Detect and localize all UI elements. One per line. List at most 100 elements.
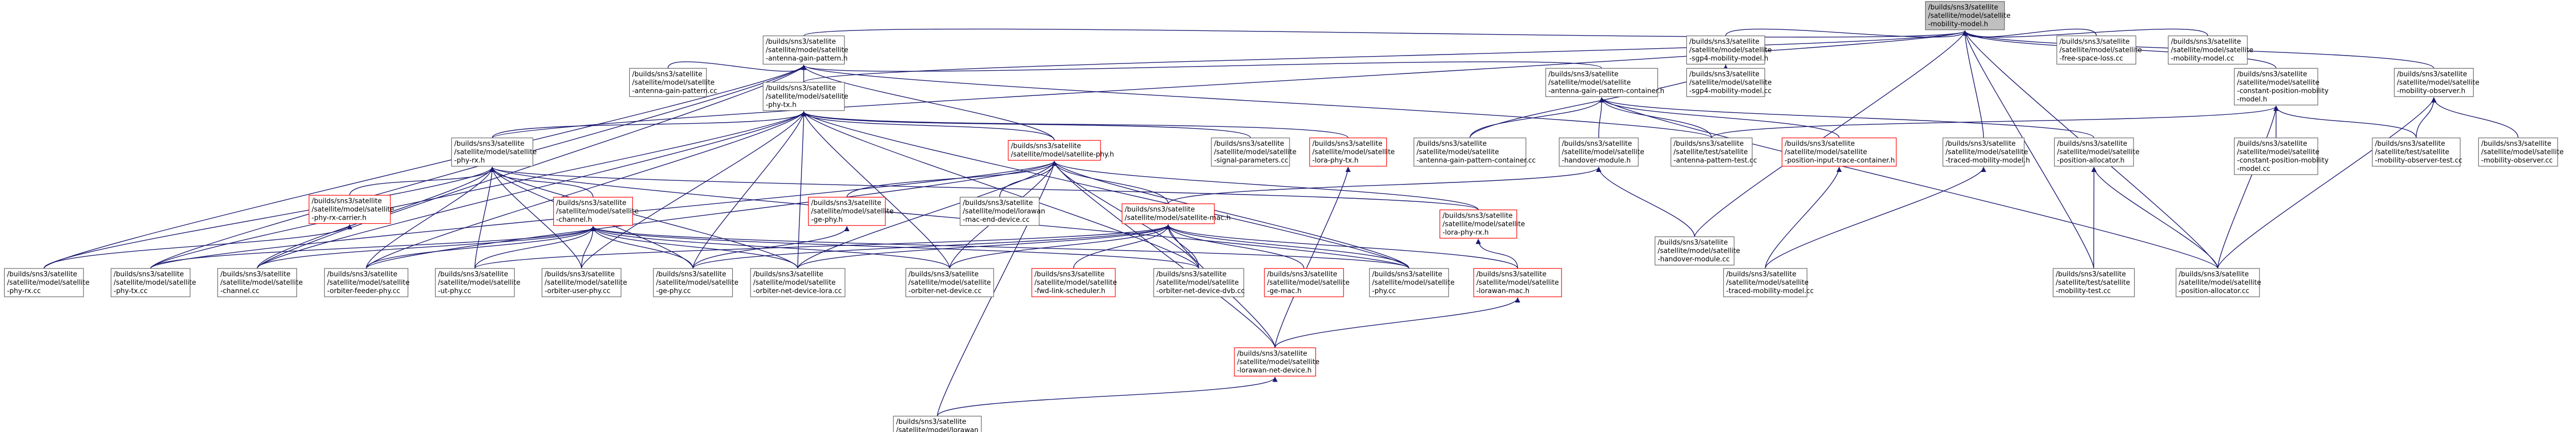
node-label-line: /satellite/model/satellite	[2397, 79, 2479, 87]
node-handovercc[interactable]: /builds/sns3/satellite/satellite/model/s…	[1654, 236, 1740, 266]
node-label-line: /builds/sns3/satellite	[909, 271, 979, 278]
node-tmmh[interactable]: /builds/sns3/satellite/satellite/model/s…	[1942, 137, 2030, 167]
node-label-line: /satellite/model/satellite	[2171, 46, 2253, 54]
node-fwdlink[interactable]: /builds/sns3/satellite/satellite/model/s…	[1031, 268, 1117, 297]
node-phyrx[interactable]: /builds/sns3/satellite/satellite/model/s…	[451, 137, 537, 167]
node-agpccc[interactable]: /builds/sns3/satellite/satellite/model/s…	[1413, 137, 1536, 167]
node-gephycc[interactable]: /builds/sns3/satellite/satellite/model/s…	[653, 268, 738, 297]
node-box	[2056, 35, 2137, 65]
edge-channelcc-to-channelh	[257, 226, 596, 269]
edge-tmmcc-to-pitc	[1765, 167, 1842, 269]
node-cpmcc[interactable]: /builds/sns3/satellite/satellite/model/s…	[2234, 137, 2329, 175]
node-label-line: -antenna-gain-pattern.cc	[632, 87, 717, 95]
node-mach[interactable]: /builds/sns3/satellite/satellite/model/s…	[1122, 203, 1231, 224]
node-pacc[interactable]: /builds/sns3/satellite/satellite/model/s…	[2176, 268, 2261, 297]
edge-agpccc-to-agpch	[1469, 97, 1604, 138]
node-handoverh[interactable]: /builds/sns3/satellite/satellite/model/s…	[1559, 137, 1644, 167]
node-pah[interactable]: /builds/sns3/satellite/satellite/model/s…	[2054, 137, 2139, 167]
edge-pacc-to-pah	[2091, 167, 2219, 269]
node-lorand[interactable]: /builds/sns3/satellite/satellite/model/s…	[1234, 347, 1319, 376]
edge-phyrx-to-root	[492, 30, 1968, 138]
node-mobtest[interactable]: /builds/sns3/satellite/satellite/test/sa…	[2053, 268, 2135, 297]
edge-feederphy-to-phyh	[366, 160, 1057, 269]
node-label-line: -antenna-gain-pattern-container.cc	[1417, 157, 1536, 165]
node-classa[interactable]: /builds/sns3/satellite/satellite/model/l…	[893, 416, 989, 432]
node-nddvb[interactable]: /builds/sns3/satellite/satellite/model/s…	[1153, 268, 1245, 297]
node-utphy[interactable]: /builds/sns3/satellite/satellite/model/s…	[435, 268, 521, 297]
node-label-line: /builds/sns3/satellite	[1674, 140, 1744, 148]
edge-phytxcc-to-channelh	[150, 226, 596, 269]
node-sgp4cc[interactable]: /builds/sns3/satellite/satellite/model/s…	[1686, 68, 1772, 97]
node-phyh[interactable]: /builds/sns3/satellite/satellite/model/s…	[1008, 140, 1114, 161]
node-phyrxh[interactable]: /builds/sns3/satellite/satellite/model/s…	[763, 82, 848, 111]
node-ndlora[interactable]: /builds/sns3/satellite/satellite/model/s…	[750, 268, 846, 297]
node-label-line: -mobility-observer-test.cc	[2375, 157, 2463, 165]
node-tmmcc[interactable]: /builds/sns3/satellite/satellite/model/s…	[1723, 268, 1814, 297]
edge-userphy-to-channelh	[581, 226, 596, 269]
node-label-line: -position-input-trace-container.h	[1785, 157, 1895, 165]
edge-ndcc-to-channelh	[590, 226, 951, 269]
node-box	[629, 68, 707, 97]
node-rxcarrier[interactable]: /builds/sns3/satellite/satellite/model/s…	[309, 195, 394, 224]
node-label-line: /builds/sns3/satellite	[114, 271, 184, 278]
node-label-line: /builds/sns3/satellite	[1417, 140, 1487, 148]
node-lorawanmac[interactable]: /builds/sns3/satellite/satellite/model/l…	[959, 197, 1045, 226]
node-label-line: -orbiter-user-phy.cc	[545, 287, 610, 295]
edge-pah-to-agpch	[1599, 97, 2095, 138]
edge-utphy-to-phyrx	[474, 167, 495, 269]
node-userphy[interactable]: /builds/sns3/satellite/satellite/model/s…	[541, 268, 627, 297]
node-channelcc[interactable]: /builds/sns3/satellite/satellite/model/s…	[217, 268, 303, 297]
node-loraphytx[interactable]: /builds/sns3/satellite/satellite/model/s…	[1309, 137, 1395, 167]
node-label-line: /satellite/model/satellite	[114, 279, 196, 287]
node-phycc[interactable]: /builds/sns3/satellite/satellite/model/s…	[1369, 268, 1454, 297]
node-label-line: -antenna-gain-pattern.h	[766, 55, 848, 62]
edge-motest-to-cpmh	[2273, 105, 2417, 138]
node-gephyh[interactable]: /builds/sns3/satellite/satellite/model/s…	[808, 197, 893, 226]
node-box	[309, 195, 391, 224]
node-label-line: -handover-module.h	[1562, 157, 1631, 165]
edge-loramac-to-mach	[1165, 224, 1518, 269]
node-cpmh[interactable]: /builds/sns3/satellite/satellite/model/s…	[2234, 68, 2329, 105]
node-label-line: /satellite/model/satellite	[1237, 358, 1319, 366]
node-label-line: -model.cc	[2237, 165, 2271, 173]
node-moh[interactable]: /builds/sns3/satellite/satellite/model/s…	[2394, 68, 2479, 97]
node-agpch[interactable]: /builds/sns3/satellite/satellite/model/s…	[1545, 68, 1664, 97]
node-label-line: /satellite/model/satellite	[811, 208, 893, 215]
edge-phyrxcc-to-agp	[44, 64, 807, 269]
node-label-line: -mobility-observer.h	[2397, 87, 2465, 95]
node-label-line: /builds/sns3/satellite	[963, 199, 1033, 207]
node-label-line: -phy-tx.cc	[114, 287, 148, 295]
node-label-line: /builds/sns3/satellite	[2060, 38, 2130, 46]
node-pitc[interactable]: /builds/sns3/satellite/satellite/model/s…	[1781, 137, 1897, 167]
node-label-line: -mobility-observer.cc	[2481, 157, 2552, 165]
node-mmcc[interactable]: /builds/sns3/satellite/satellite/model/s…	[2168, 35, 2253, 65]
node-label-line: /builds/sns3/satellite	[1726, 271, 1797, 278]
node-label-line: /satellite/model/satellite	[656, 279, 738, 287]
node-label-line: /builds/sns3/satellite	[2237, 140, 2307, 148]
node-sgp4h[interactable]: /builds/sns3/satellite/satellite/model/s…	[1686, 35, 1772, 65]
node-loramac[interactable]: /builds/sns3/satellite/satellite/model/s…	[1473, 268, 1562, 297]
node-label-line: /satellite/model/satellite	[1372, 279, 1454, 287]
node-phyrxcc[interactable]: /builds/sns3/satellite/satellite/model/s…	[4, 268, 90, 297]
node-label-line: /builds/sns3/satellite	[2179, 271, 2249, 278]
node-label-line: -sgp4-mobility-model.h	[1689, 55, 1768, 62]
node-sigparams[interactable]: /builds/sns3/satellite/satellite/model/s…	[1211, 137, 1296, 167]
node-label-line: -phy-tx.h	[766, 101, 797, 109]
edge-ndlora-to-phyrx	[489, 167, 798, 269]
node-feederphy[interactable]: /builds/sns3/satellite/satellite/model/s…	[324, 268, 409, 297]
node-label-line: /satellite/test/satellite	[2056, 279, 2130, 287]
node-agp[interactable]: /builds/sns3/satellite/satellite/model/s…	[763, 35, 848, 65]
node-agpcc[interactable]: /builds/sns3/satellite/satellite/model/s…	[629, 68, 717, 97]
node-agptest[interactable]: /builds/sns3/satellite/satellite/test/sa…	[1670, 137, 1757, 167]
node-loraphyrx[interactable]: /builds/sns3/satellite/satellite/model/s…	[1439, 209, 1525, 239]
edge-handovercc-to-handoverh	[1596, 167, 1695, 237]
node-ndcc[interactable]: /builds/sns3/satellite/satellite/model/s…	[905, 268, 994, 297]
node-fsl[interactable]: /builds/sns3/satellite/satellite/model/s…	[2056, 35, 2142, 65]
node-gemac[interactable]: /builds/sns3/satellite/satellite/model/s…	[1264, 268, 1349, 297]
node-channelh[interactable]: /builds/sns3/satellite/satellite/model/s…	[553, 197, 639, 226]
node-phytxcc[interactable]: /builds/sns3/satellite/satellite/model/s…	[110, 268, 196, 297]
node-motest[interactable]: /builds/sns3/satellite/satellite/test/sa…	[2372, 137, 2463, 167]
node-mocc[interactable]: /builds/sns3/satellite/satellite/model/s…	[2478, 137, 2563, 167]
node-label-line: /satellite/model/satellite	[766, 46, 848, 54]
node-box	[110, 268, 191, 297]
